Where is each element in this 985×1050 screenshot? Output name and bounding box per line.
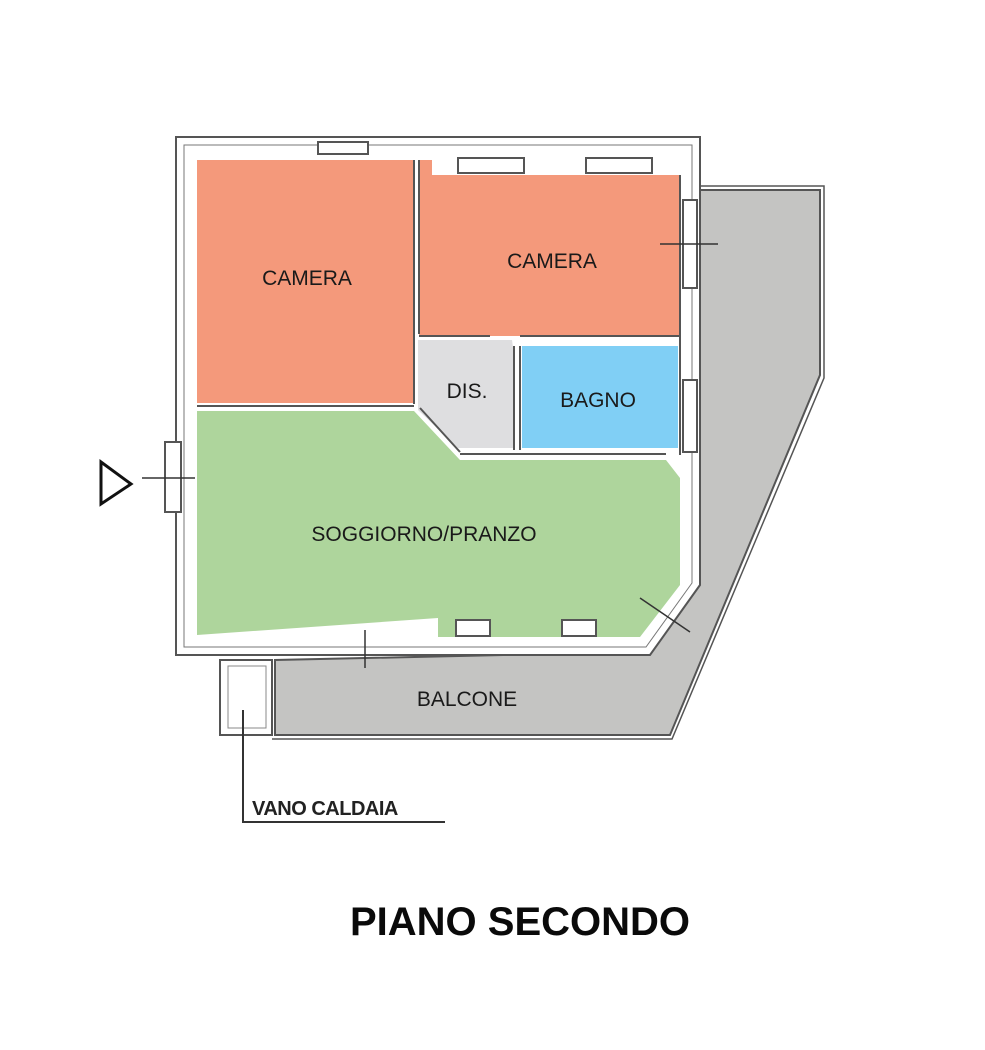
label-camera-left: CAMERA [262, 267, 352, 290]
interior-walls [197, 160, 681, 455]
entrance-arrow-icon [99, 459, 134, 507]
label-bagno: BAGNO [560, 389, 636, 412]
vano-caldaia-leader [242, 710, 445, 823]
label-dis: DIS. [447, 380, 488, 403]
label-balcone: BALCONE [417, 688, 517, 711]
label-vano-caldaia: VANO CALDAIA [252, 798, 398, 820]
camera-right-room [419, 160, 680, 336]
door-marks [142, 243, 718, 668]
camera-left-room [197, 160, 413, 403]
label-camera-right: CAMERA [507, 250, 597, 273]
bagno-room [522, 346, 678, 448]
soggiorno-room [197, 411, 680, 637]
vano-caldaia-box [219, 659, 273, 736]
dis-room [418, 340, 514, 448]
label-soggiorno: SOGGIORNO/PRANZO [311, 523, 536, 546]
page-title: PIANO SECONDO [349, 900, 691, 944]
